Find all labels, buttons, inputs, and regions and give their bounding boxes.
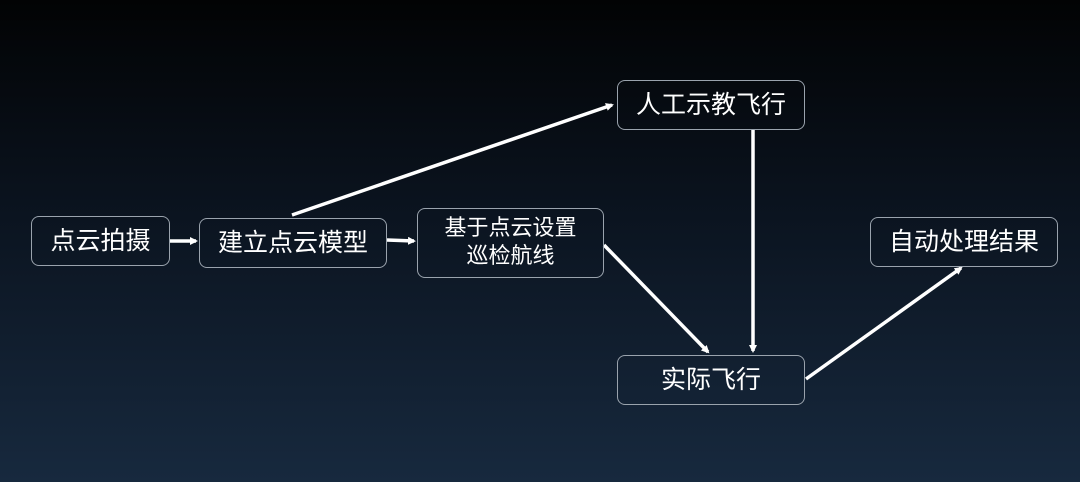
node-build-model: 建立点云模型 [199, 218, 387, 268]
node-label: 点云拍摄 [50, 226, 151, 255]
node-set-route: 基于点云设置 巡检航线 [417, 208, 604, 278]
node-label-line2: 巡检航线 [466, 244, 555, 269]
node-actual-flight: 实际飞行 [617, 355, 805, 405]
node-label: 实际飞行 [660, 365, 761, 394]
node-label-line1: 基于点云设置 [444, 216, 577, 241]
node-point-cloud-capture: 点云拍摄 [31, 216, 170, 266]
node-manual-teach-flight: 人工示教飞行 [617, 80, 805, 130]
arrow-model-to-teach [291, 103, 614, 217]
node-label: 建立点云模型 [217, 228, 368, 257]
arrow-flight-to-result [804, 266, 963, 381]
arrow-model-to-route [386, 236, 416, 245]
node-auto-process-results: 自动处理结果 [870, 217, 1058, 267]
node-label: 人工示教飞行 [635, 90, 786, 119]
node-label: 自动处理结果 [888, 227, 1039, 256]
arrow-route-to-flight [602, 243, 710, 354]
